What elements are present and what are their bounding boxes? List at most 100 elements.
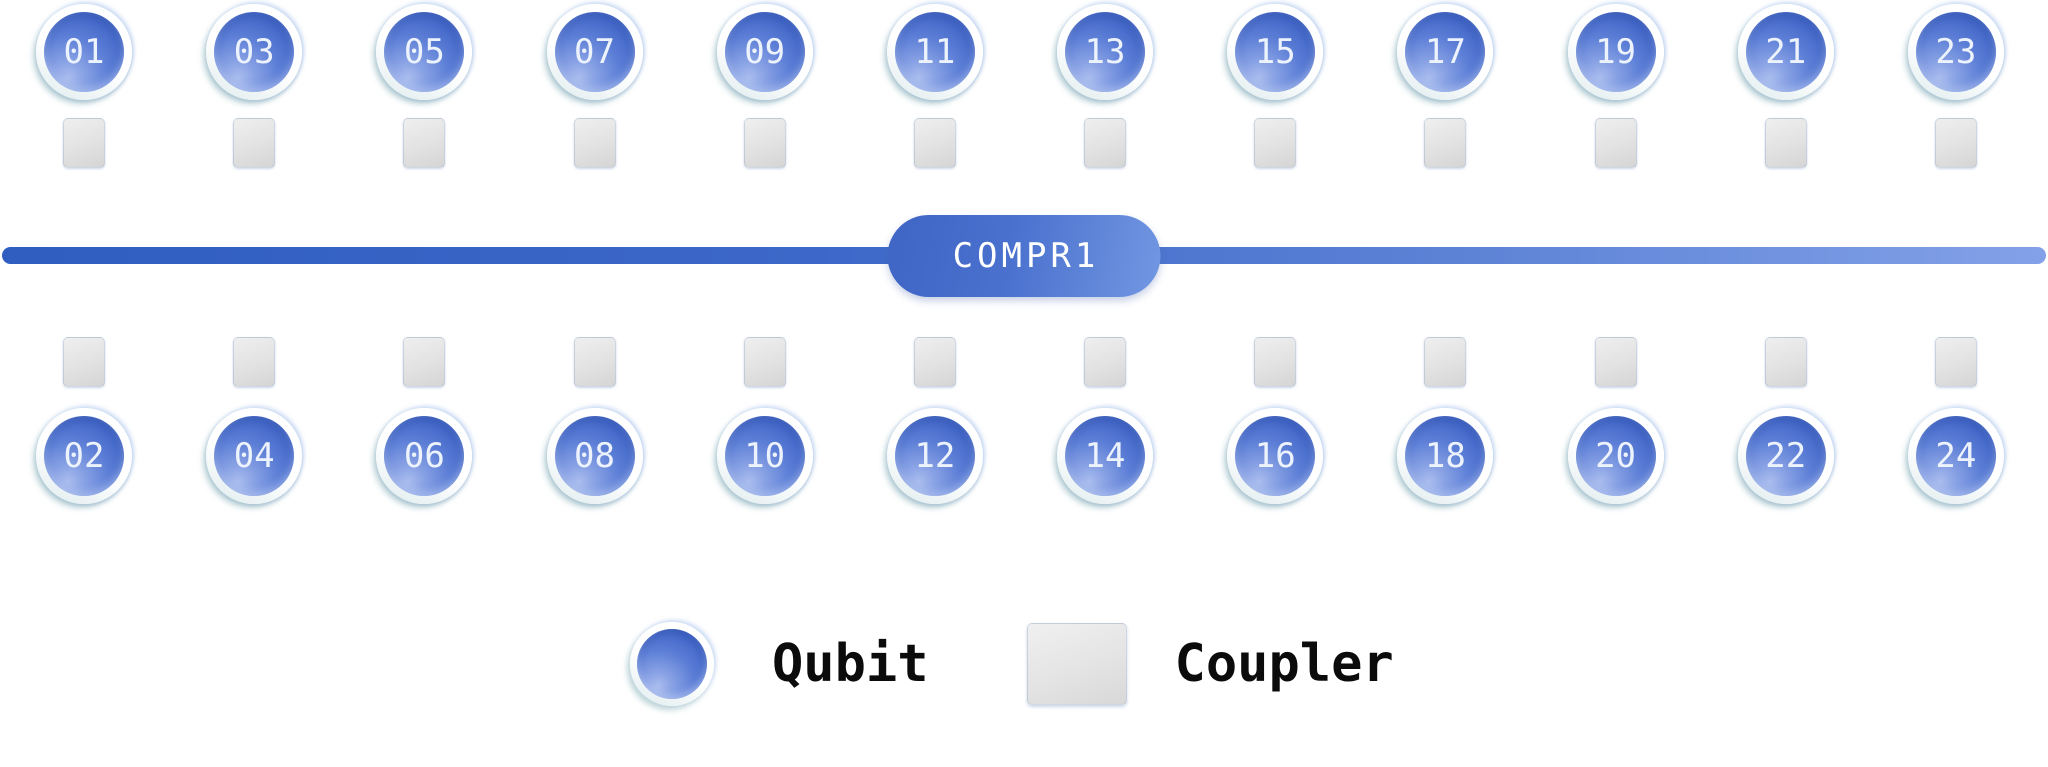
qubit-body: 12: [894, 416, 975, 496]
qubit-label: 17: [1424, 32, 1466, 72]
coupler-13[interactable]: [1084, 118, 1127, 168]
qubit-label: 18: [1424, 436, 1466, 476]
coupler-09[interactable]: [743, 118, 786, 168]
qubit-06[interactable]: 06: [376, 408, 473, 504]
qubit-column-02: 02: [36, 337, 132, 504]
qubit-column-07: 07: [546, 4, 643, 168]
qubit-10[interactable]: 10: [716, 408, 813, 504]
qubit-04[interactable]: 04: [206, 408, 303, 504]
qubit-icon: [630, 622, 714, 706]
coupler-12[interactable]: [913, 337, 956, 387]
qubit-body: 11: [894, 12, 975, 92]
coupler-20[interactable]: [1594, 337, 1637, 387]
qubit-body: 07: [554, 12, 635, 92]
bottom-qubit-row: 02 04 06 08 10 12 14 16 18 20 22 24: [0, 337, 2048, 504]
qubit-19[interactable]: 19: [1567, 4, 1664, 100]
qubit-20[interactable]: 20: [1567, 408, 1664, 504]
qubit-label: 22: [1765, 436, 1807, 476]
qubit-body: 06: [384, 416, 465, 496]
qubit-label: 10: [744, 436, 786, 476]
coupler-05[interactable]: [403, 118, 446, 168]
qubit-11[interactable]: 11: [886, 4, 983, 100]
qubit-15[interactable]: 15: [1227, 4, 1324, 100]
qubit-08[interactable]: 08: [546, 408, 643, 504]
qubit-body: 20: [1575, 416, 1656, 496]
qubit-label: 20: [1595, 436, 1637, 476]
bus-label-pill[interactable]: COMPR1: [887, 214, 1161, 297]
qubit-label: 03: [233, 32, 275, 72]
qubit-12[interactable]: 12: [886, 408, 983, 504]
qubit-01[interactable]: 01: [36, 4, 132, 100]
qubit-label: 12: [914, 436, 956, 476]
top-qubit-row: 01 03 05 07 09 11 13 15 17 19 21 23: [0, 4, 2048, 168]
qubit-18[interactable]: 18: [1397, 408, 1494, 504]
qubit-body: 14: [1065, 416, 1146, 496]
coupler-01[interactable]: [63, 118, 105, 168]
coupler-18[interactable]: [1424, 337, 1467, 387]
legend: Qubit Coupler: [0, 622, 2048, 706]
qubit-09[interactable]: 09: [716, 4, 813, 100]
qubit-icon-body: [637, 629, 707, 699]
qubit-body: 01: [44, 12, 124, 92]
qubit-column-08: 08: [546, 337, 643, 504]
coupler-15[interactable]: [1254, 118, 1297, 168]
qubit-column-11: 11: [886, 4, 983, 168]
qubit-body: 10: [724, 416, 805, 496]
qubit-05[interactable]: 05: [376, 4, 473, 100]
qubit-17[interactable]: 17: [1397, 4, 1494, 100]
qubit-legend-label: Qubit: [772, 634, 929, 694]
qubit-body: 09: [724, 12, 805, 92]
qubit-23[interactable]: 23: [1907, 4, 2004, 100]
coupler-02[interactable]: [63, 337, 105, 387]
qubit-14[interactable]: 14: [1057, 408, 1154, 504]
qubit-07[interactable]: 07: [546, 4, 643, 100]
coupler-22[interactable]: [1764, 337, 1807, 387]
coupler-07[interactable]: [573, 118, 616, 168]
qubit-label: 04: [233, 436, 275, 476]
coupler-19[interactable]: [1594, 118, 1637, 168]
coupler-03[interactable]: [233, 118, 276, 168]
qubit-body: 13: [1065, 12, 1146, 92]
qubit-column-17: 17: [1397, 4, 1494, 168]
qubit-22[interactable]: 22: [1737, 408, 1834, 504]
coupler-17[interactable]: [1424, 118, 1467, 168]
qubit-column-23: 23: [1907, 4, 2004, 168]
qubit-label: 02: [63, 436, 105, 476]
coupler-14[interactable]: [1084, 337, 1127, 387]
qubit-label: 08: [574, 436, 615, 476]
qubit-02[interactable]: 02: [36, 408, 132, 504]
qubit-body: 15: [1235, 12, 1316, 92]
coupler-04[interactable]: [233, 337, 276, 387]
coupler-11[interactable]: [913, 118, 956, 168]
qubit-body: 21: [1745, 12, 1826, 92]
qubit-13[interactable]: 13: [1057, 4, 1154, 100]
bus: COMPR1: [0, 214, 2048, 297]
qubit-column-09: 09: [716, 4, 813, 168]
qubit-16[interactable]: 16: [1227, 408, 1324, 504]
coupler-10[interactable]: [743, 337, 786, 387]
qubit-body: 16: [1235, 416, 1316, 496]
qubit-body: 22: [1745, 416, 1826, 496]
coupler-legend-label: Coupler: [1174, 634, 1394, 694]
coupler-23[interactable]: [1934, 118, 1977, 168]
qubit-24[interactable]: 24: [1907, 408, 2004, 504]
qubit-label: 09: [744, 32, 786, 72]
coupler-06[interactable]: [403, 337, 446, 387]
coupler-icon: [1026, 623, 1127, 705]
qubit-body: 23: [1915, 12, 1996, 92]
qubit-21[interactable]: 21: [1737, 4, 1834, 100]
qubit-label: 14: [1084, 436, 1126, 476]
qubit-column-16: 16: [1227, 337, 1324, 504]
coupler-08[interactable]: [573, 337, 616, 387]
qubit-body: 08: [554, 416, 635, 496]
qubit-column-03: 03: [206, 4, 303, 168]
coupler-24[interactable]: [1934, 337, 1977, 387]
qubit-column-10: 10: [716, 337, 813, 504]
qubit-label: 16: [1254, 436, 1296, 476]
coupler-21[interactable]: [1764, 118, 1807, 168]
qubit-03[interactable]: 03: [206, 4, 303, 100]
coupler-16[interactable]: [1254, 337, 1297, 387]
bus-label: COMPR1: [952, 235, 1100, 276]
qubit-column-13: 13: [1057, 4, 1154, 168]
qubit-column-24: 24: [1907, 337, 2004, 504]
